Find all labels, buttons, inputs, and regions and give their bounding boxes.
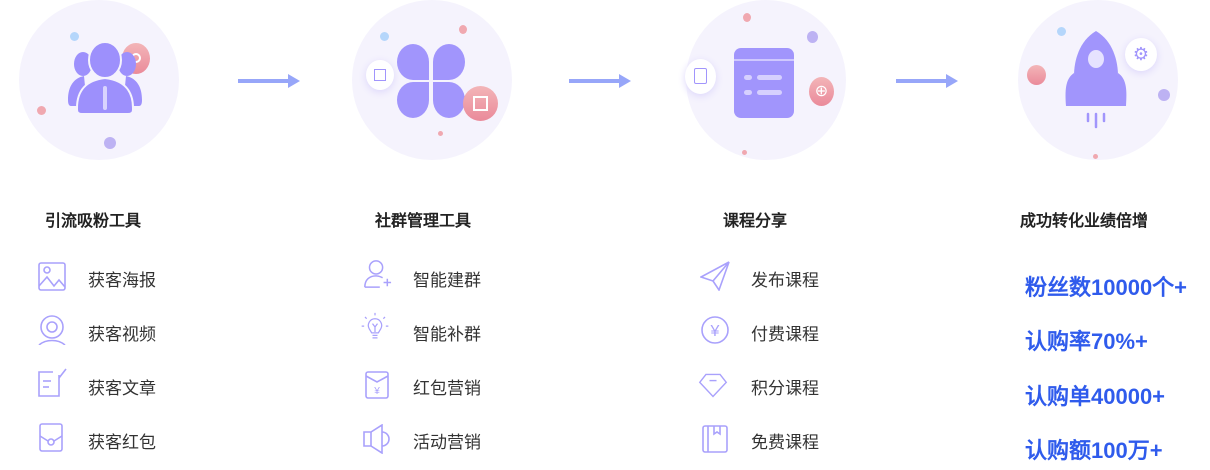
list-item[interactable]: 获客视频: [88, 325, 156, 344]
list-item[interactable]: 智能建群: [413, 271, 481, 290]
paper-plane-icon: [700, 261, 730, 291]
column-title: 引流吸粉工具: [45, 213, 142, 230]
arrow-right-icon: [238, 74, 300, 88]
gear-badge-icon: ⚙: [1125, 38, 1157, 71]
stat-amount: 认购额100万+: [1025, 438, 1163, 463]
diamond-icon: [698, 373, 728, 398]
list-item[interactable]: 智能补群: [413, 325, 481, 344]
envelope-icon: [39, 423, 63, 452]
speaker-icon: [363, 424, 390, 454]
square-badge-icon: [463, 86, 498, 121]
arrow-right-icon: [896, 74, 958, 88]
list-item[interactable]: 获客文章: [88, 379, 156, 398]
red-packet-icon: ¥: [365, 371, 389, 399]
list-item[interactable]: 免费课程: [751, 433, 819, 452]
book-icon: [702, 425, 728, 453]
list-item[interactable]: 红包营销: [413, 379, 481, 398]
column-title: 成功转化业绩倍增: [1020, 213, 1149, 230]
list-item[interactable]: 积分课程: [751, 379, 819, 398]
course-list-icon: [734, 48, 794, 118]
apps-icon: [397, 44, 465, 118]
yuan-coin-icon: ¥: [701, 316, 729, 344]
edit-document-icon: [38, 368, 67, 397]
users-illustration: [19, 0, 179, 160]
column-title: 社群管理工具: [375, 213, 472, 230]
svg-text:¥: ¥: [710, 323, 720, 340]
list-item[interactable]: 获客红包: [88, 433, 156, 452]
course-illustration: ⊕: [685, 0, 846, 160]
image-icon: [38, 262, 66, 291]
list-item[interactable]: 付费课程: [751, 325, 819, 344]
svg-text:¥: ¥: [373, 386, 380, 397]
rocket-illustration: ⚙: [1018, 0, 1178, 160]
users-icon: [68, 42, 142, 115]
list-item[interactable]: 发布课程: [751, 271, 819, 290]
apps-illustration: [352, 0, 512, 160]
column-title: 课程分享: [723, 213, 788, 230]
list-item[interactable]: 活动营销: [413, 433, 481, 452]
stat-orders: 认购单40000+: [1025, 384, 1166, 409]
clipboard-badge-icon: [685, 59, 716, 94]
stat-fans: 粉丝数10000个+: [1025, 275, 1188, 300]
lightbulb-icon: [361, 312, 389, 339]
arrow-right-icon: [569, 74, 631, 88]
layout-badge-icon: [366, 60, 394, 90]
rocket-icon: [1065, 31, 1127, 129]
stat-conversion-rate: 认购率70%+: [1025, 329, 1148, 354]
user-add-icon: [364, 260, 392, 288]
plus-badge-icon: ⊕: [809, 77, 834, 106]
webcam-icon: [38, 315, 66, 345]
list-item[interactable]: 获客海报: [88, 271, 156, 290]
